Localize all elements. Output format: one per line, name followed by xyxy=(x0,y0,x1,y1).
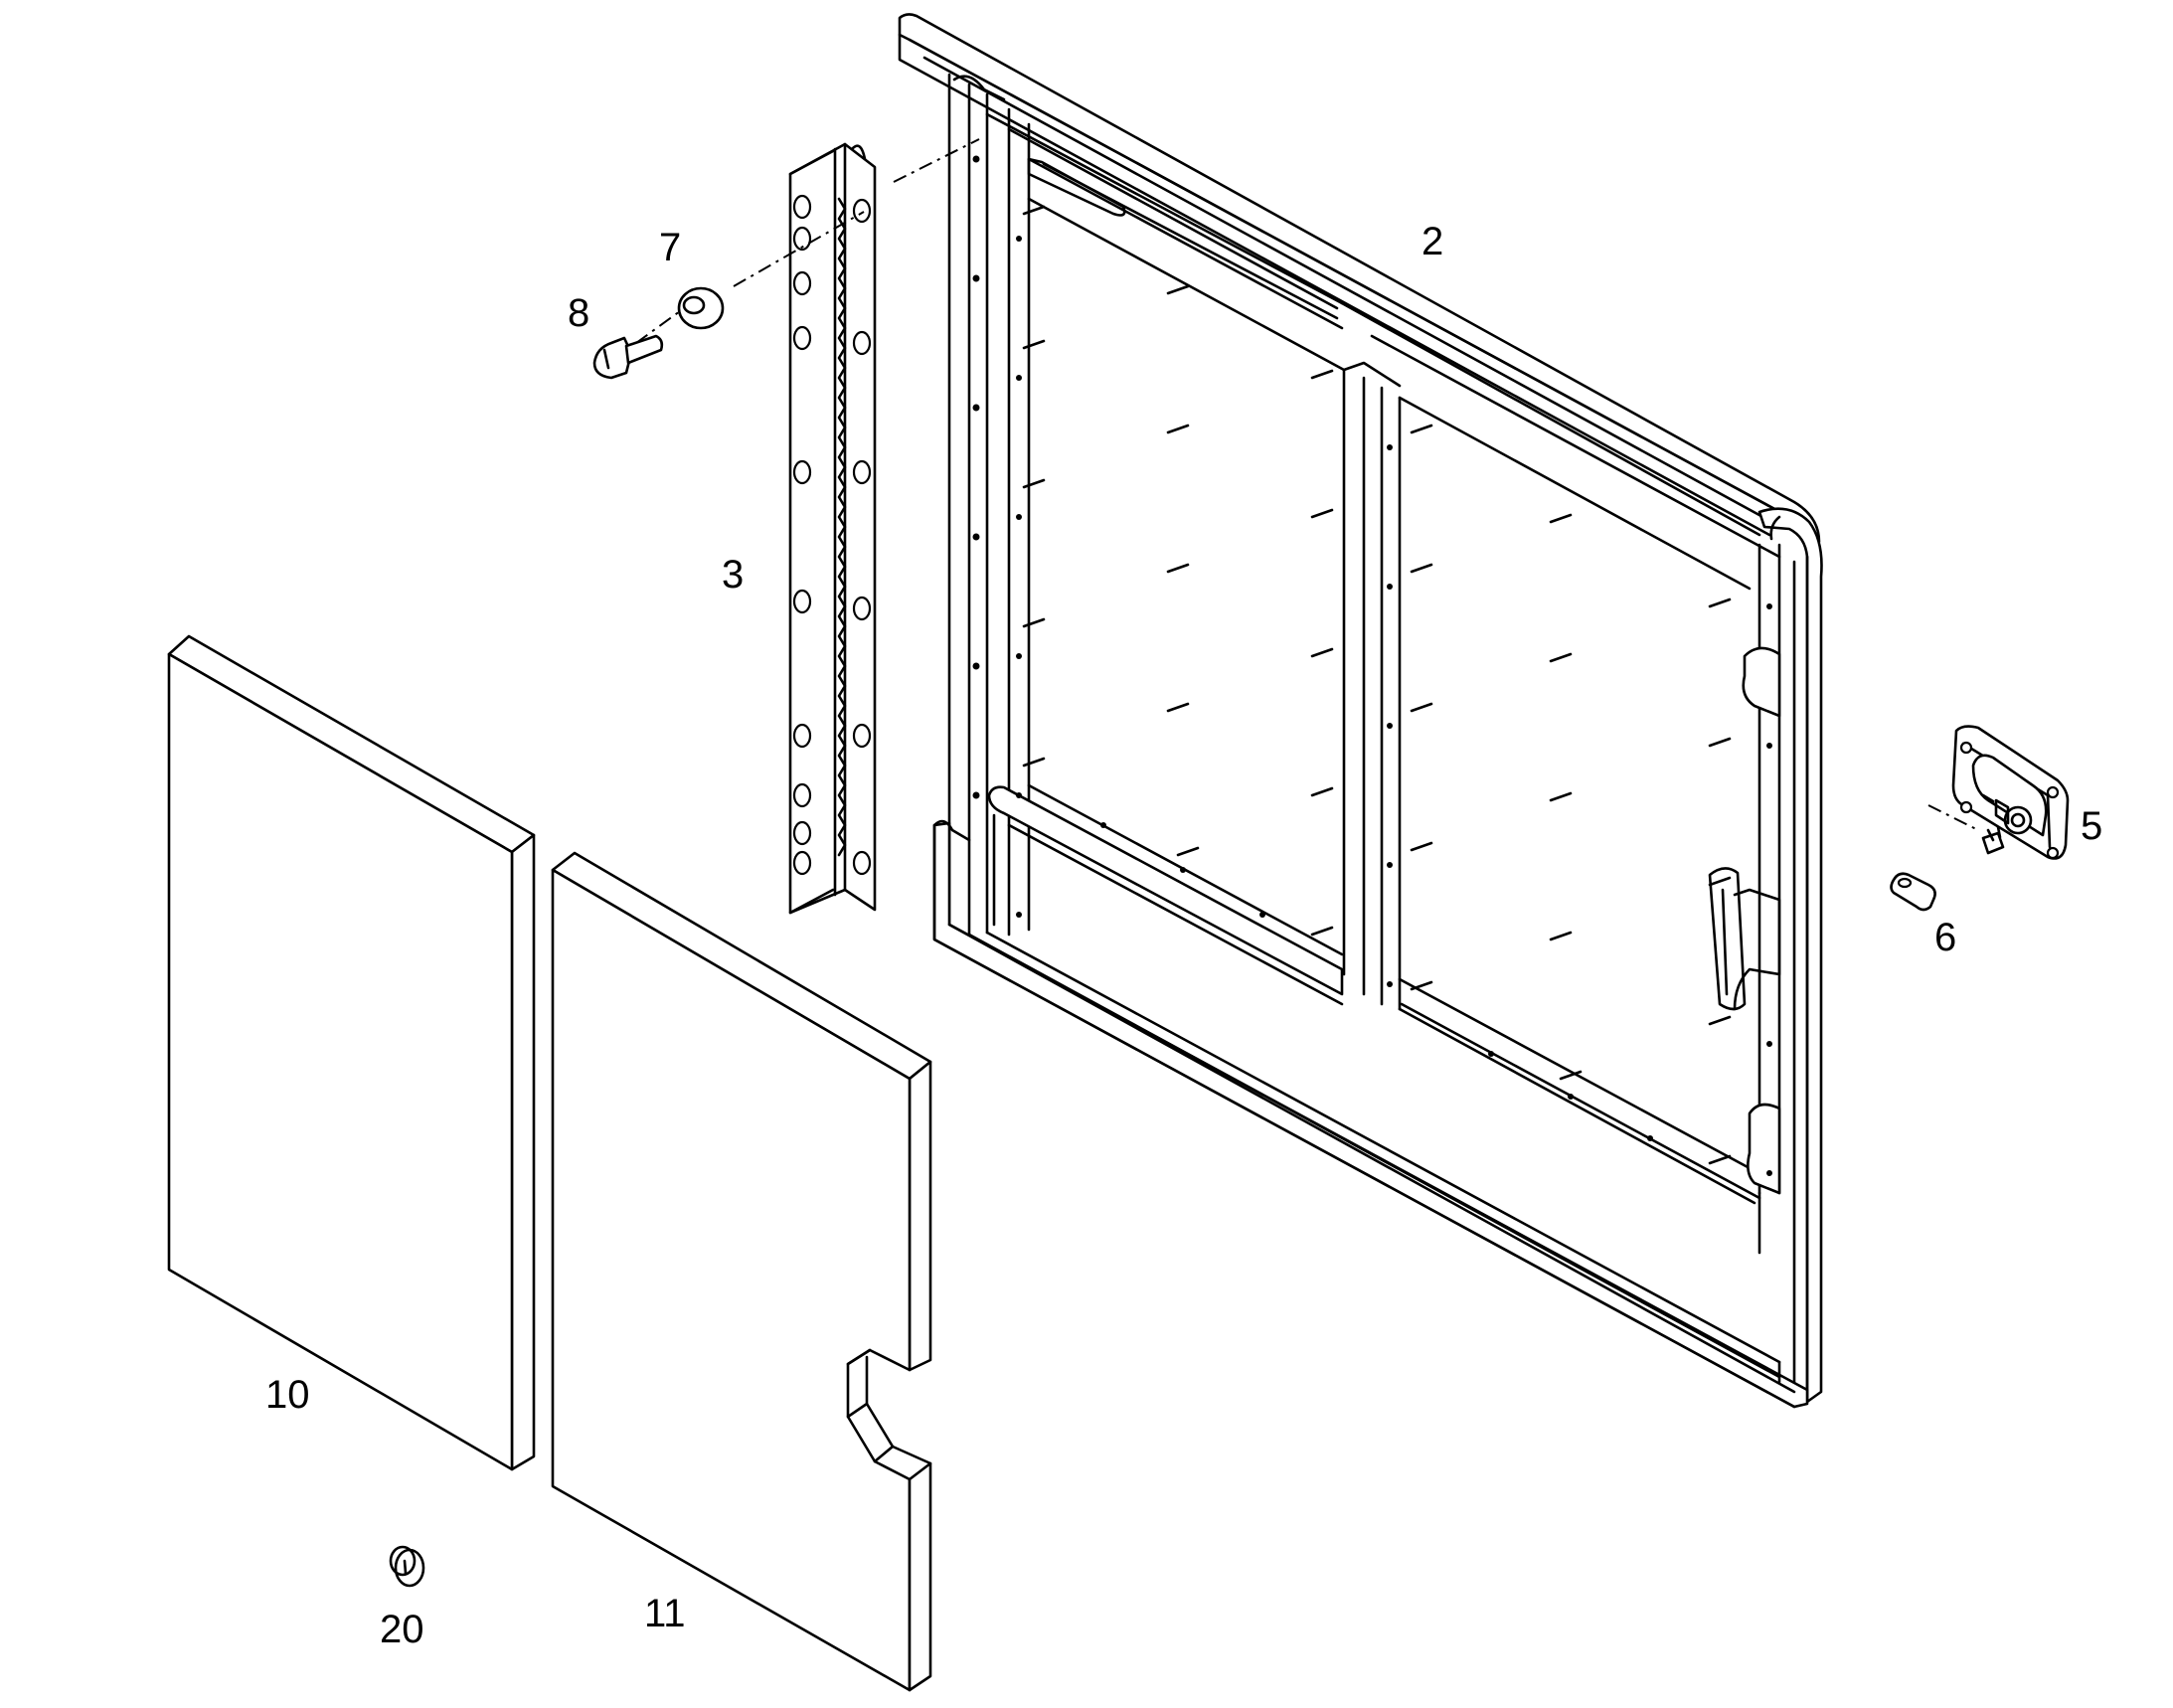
door-lock xyxy=(1951,725,2070,860)
hinge-strip xyxy=(788,142,877,915)
door-frame xyxy=(898,13,1823,1409)
callout-6: 6 xyxy=(1934,916,1957,959)
callout-20: 20 xyxy=(380,1608,424,1651)
lock-tab xyxy=(1890,872,1936,912)
callout-11: 11 xyxy=(644,1592,686,1635)
callout-3: 3 xyxy=(722,553,745,597)
callout-7: 7 xyxy=(659,226,682,269)
callout-5: 5 xyxy=(2081,804,2103,848)
callout-2: 2 xyxy=(1421,220,1444,263)
assembly-lines xyxy=(635,138,1979,831)
insulation-panel-right xyxy=(551,851,932,1692)
insulation-panel-left xyxy=(167,634,536,1471)
washer xyxy=(677,286,725,330)
callout-10: 10 xyxy=(265,1373,310,1417)
callout-8: 8 xyxy=(568,291,590,335)
plug xyxy=(389,1545,425,1588)
bolt xyxy=(592,334,664,380)
